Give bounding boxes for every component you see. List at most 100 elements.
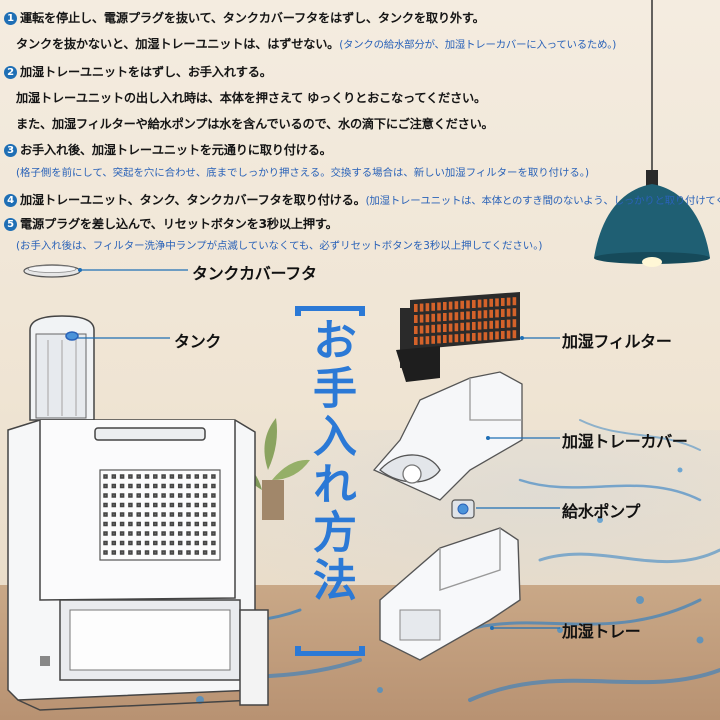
- filter-fin: [506, 330, 511, 339]
- grille-dot: [186, 521, 191, 527]
- grille-dot: [177, 474, 183, 479]
- grille-dot: [111, 540, 117, 546]
- grille-dot: [111, 493, 117, 498]
- grille-dot: [194, 483, 200, 489]
- grille-dot: [169, 474, 175, 479]
- instruction-note: (加湿トレーユニットは、本体とのすき間のないよう、しっかりと取り付けてください。…: [365, 195, 720, 207]
- step-number: 2: [4, 66, 17, 79]
- grille-dot: [202, 502, 208, 508]
- instruction-text: 加湿トレーユニット、タンク、タンクカバーフタを取り付ける。: [20, 193, 366, 207]
- filter-fin: [419, 336, 424, 345]
- filter-fin: [454, 301, 459, 310]
- grille-dot: [103, 502, 108, 508]
- step-number: 1: [4, 12, 17, 25]
- filter-fin: [431, 335, 435, 344]
- label-tank: タンク: [174, 332, 222, 351]
- filter-fin: [414, 304, 418, 312]
- filter-fin: [489, 331, 493, 340]
- grille-dot: [128, 550, 133, 555]
- filter-fin: [483, 310, 488, 319]
- grille-dot: [169, 483, 175, 489]
- grille-dot: [186, 531, 191, 536]
- grille-dot: [211, 550, 216, 555]
- filter-fin: [495, 331, 499, 340]
- grille-dot: [119, 550, 125, 555]
- grille-dot: [144, 521, 150, 527]
- grille-dot: [144, 483, 150, 489]
- grille-dot: [144, 531, 150, 536]
- grille-dot: [153, 550, 158, 555]
- grille-dot: [161, 531, 166, 536]
- filter-fin: [419, 325, 424, 334]
- grille-dot: [177, 550, 183, 555]
- filter-fin: [489, 309, 493, 318]
- grille-dot: [119, 540, 125, 546]
- humidifier-filter-drawing: [396, 292, 560, 382]
- filter-fin: [489, 320, 493, 329]
- grille-dot: [177, 512, 183, 517]
- grille-dot: [119, 474, 125, 479]
- grille-dot: [153, 474, 158, 479]
- grille-dot: [161, 483, 166, 489]
- filter-fin: [425, 303, 430, 312]
- filter-fins: [414, 297, 517, 345]
- grille-dot: [136, 474, 141, 479]
- filter-fin: [477, 332, 482, 341]
- grille-dot: [136, 531, 141, 536]
- filter-fin: [489, 298, 493, 307]
- grille-dot: [119, 502, 125, 508]
- filter-fin: [501, 309, 505, 317]
- grille-dot: [153, 502, 158, 508]
- grille-dot: [136, 521, 141, 527]
- grille-dot: [211, 474, 216, 479]
- grille-dot: [144, 512, 150, 517]
- instruction-5-note: (お手入れ後は、フィルター洗浄中ランプが点滅していなくても、必ずリセットボタンを…: [16, 240, 543, 252]
- filter-fin: [466, 333, 470, 342]
- grille-dot: [136, 512, 141, 517]
- grille-dot: [211, 540, 216, 546]
- label-tank-cover-lid: タンクカバーフタ: [192, 264, 317, 283]
- filter-fin: [437, 302, 441, 311]
- instruction-text: 電源プラグを差し込んで、リセットボタンを3秒以上押す。: [20, 217, 338, 231]
- grille-dot: [186, 474, 191, 479]
- grille-dot: [103, 540, 108, 546]
- filter-fin: [483, 321, 488, 330]
- grille-dot: [119, 531, 125, 536]
- grille-dot: [153, 521, 158, 527]
- grille-dot: [161, 512, 166, 517]
- humidifier-tray-drawing: [379, 527, 560, 661]
- grille-dot: [161, 540, 166, 546]
- tank-cover-lid-drawing: [23, 264, 188, 278]
- grille-dot: [186, 540, 191, 546]
- filter-fin: [495, 298, 499, 307]
- grille-dot: [202, 540, 208, 546]
- grille-dot: [111, 521, 117, 527]
- grille-dot: [169, 502, 175, 508]
- grille-dot: [153, 493, 158, 498]
- grille-dot: [211, 502, 216, 508]
- grille-dot: [144, 540, 150, 546]
- instruction-text: お手入れ後、加湿トレーユニットを元通りに取り付ける。: [20, 143, 332, 157]
- grille-dot: [211, 521, 216, 527]
- grille-dot: [161, 550, 166, 555]
- filter-fin: [425, 314, 430, 323]
- grille-dot: [119, 521, 125, 527]
- step-number: 4: [4, 194, 17, 207]
- grille-dot: [136, 493, 141, 498]
- grille-dot: [111, 512, 117, 517]
- filter-fin: [414, 337, 418, 345]
- filter-fin: [472, 322, 476, 330]
- filter-fin: [512, 330, 517, 339]
- grille-dot: [119, 483, 125, 489]
- grille-dot: [144, 550, 150, 555]
- grille-dot: [128, 502, 133, 508]
- grille-dot: [144, 474, 150, 479]
- filter-fin: [495, 320, 499, 329]
- filter-fin: [414, 315, 418, 323]
- grille-dot: [169, 531, 175, 536]
- filter-fin: [472, 311, 476, 319]
